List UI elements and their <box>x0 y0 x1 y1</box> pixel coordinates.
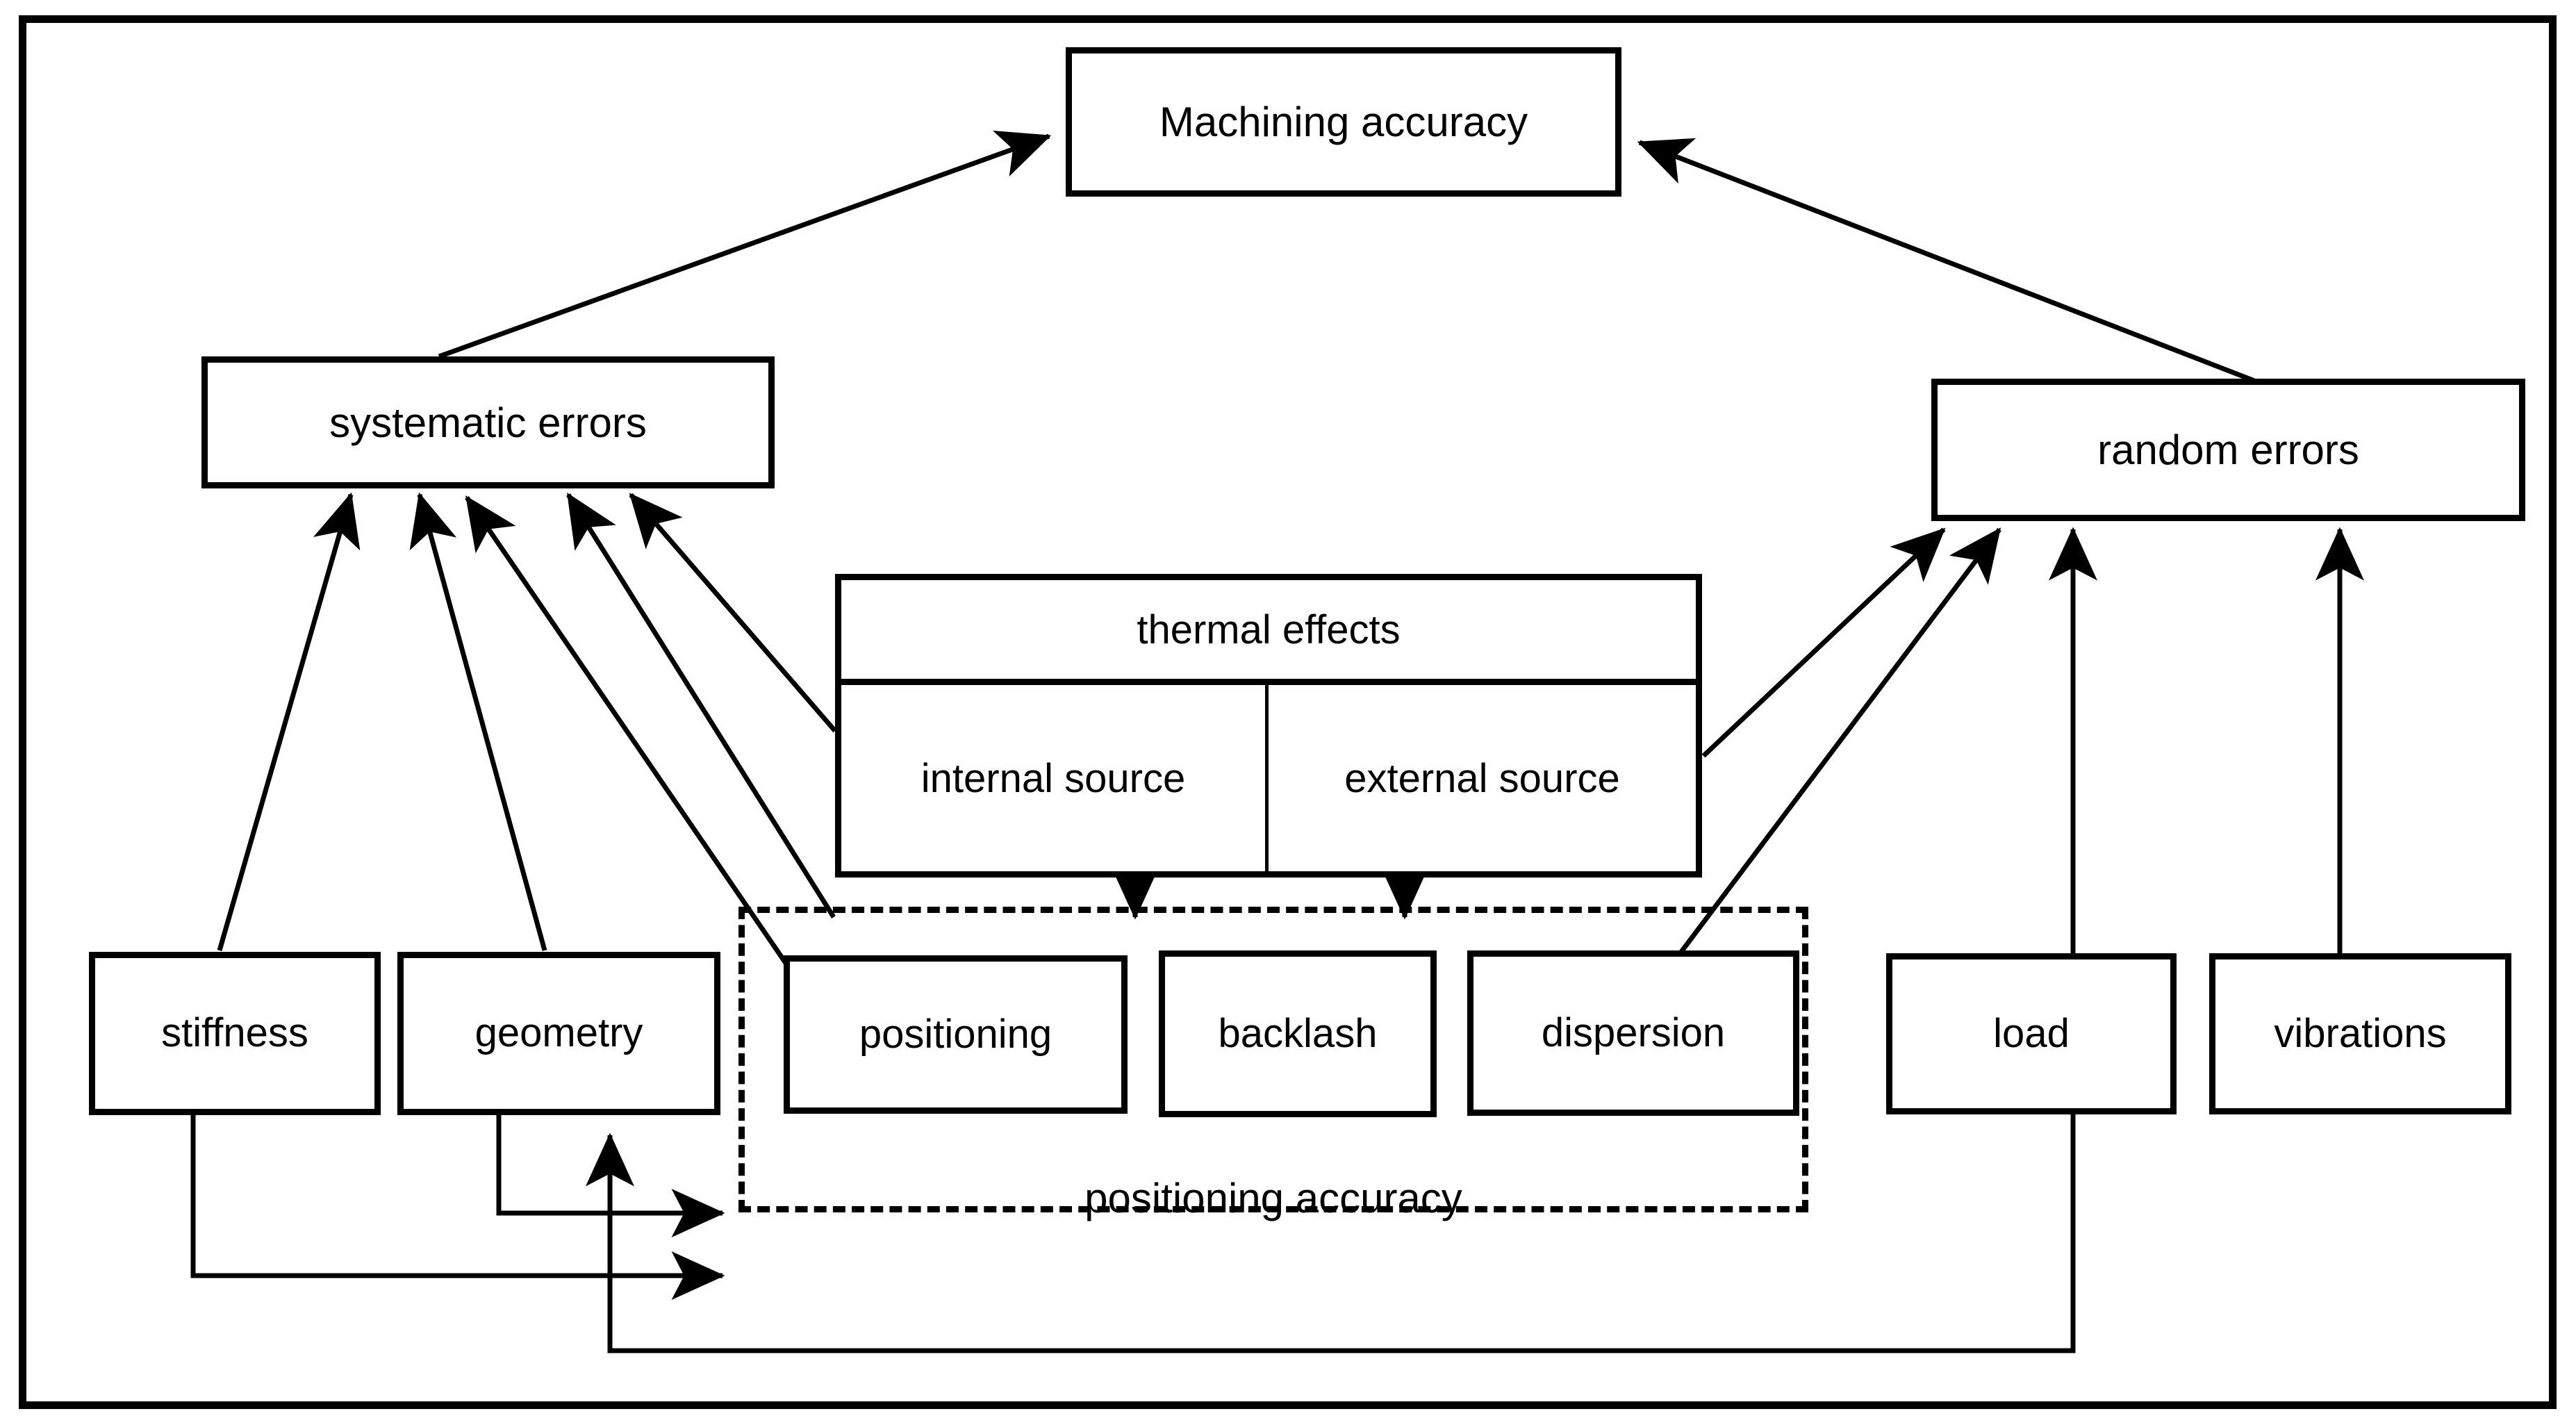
node-external-source-label: external source <box>1344 755 1620 801</box>
node-load-label: load <box>1993 1010 2070 1056</box>
node-stiffness[interactable]: stiffness <box>89 952 381 1115</box>
node-positioning[interactable]: positioning <box>784 955 1128 1114</box>
node-machining-accuracy-label: Machining accuracy <box>1159 99 1528 145</box>
node-internal-source-label: internal source <box>920 755 1186 801</box>
node-stiffness-label: stiffness <box>161 1010 308 1056</box>
node-random-errors[interactable]: random errors <box>1931 379 2525 521</box>
node-positioning-label: positioning <box>859 1011 1052 1057</box>
node-thermal-effects-group[interactable]: thermal effects internal source external… <box>835 574 1702 878</box>
node-geometry-label: geometry <box>474 1010 643 1056</box>
node-geometry[interactable]: geometry <box>397 952 720 1115</box>
node-dispersion[interactable]: dispersion <box>1467 950 1799 1116</box>
node-vibrations[interactable]: vibrations <box>2209 953 2511 1114</box>
node-external-source[interactable]: external source <box>1269 685 1696 871</box>
node-internal-source[interactable]: internal source <box>841 685 1269 871</box>
group-positioning-accuracy <box>738 907 1808 1212</box>
node-backlash-label: backlash <box>1218 1010 1378 1056</box>
node-dispersion-label: dispersion <box>1541 1010 1726 1055</box>
node-systematic-errors[interactable]: systematic errors <box>201 356 775 488</box>
node-vibrations-label: vibrations <box>2274 1010 2447 1056</box>
node-load[interactable]: load <box>1886 953 2177 1114</box>
node-thermal-effects-label: thermal effects <box>1137 607 1401 652</box>
node-thermal-effects-header[interactable]: thermal effects <box>841 580 1696 685</box>
node-random-errors-label: random errors <box>2097 427 2359 473</box>
node-backlash[interactable]: backlash <box>1159 950 1437 1117</box>
node-systematic-errors-label: systematic errors <box>329 399 647 446</box>
node-machining-accuracy[interactable]: Machining accuracy <box>1066 47 1621 197</box>
group-positioning-accuracy-label: positioning accuracy <box>1084 1175 1462 1221</box>
